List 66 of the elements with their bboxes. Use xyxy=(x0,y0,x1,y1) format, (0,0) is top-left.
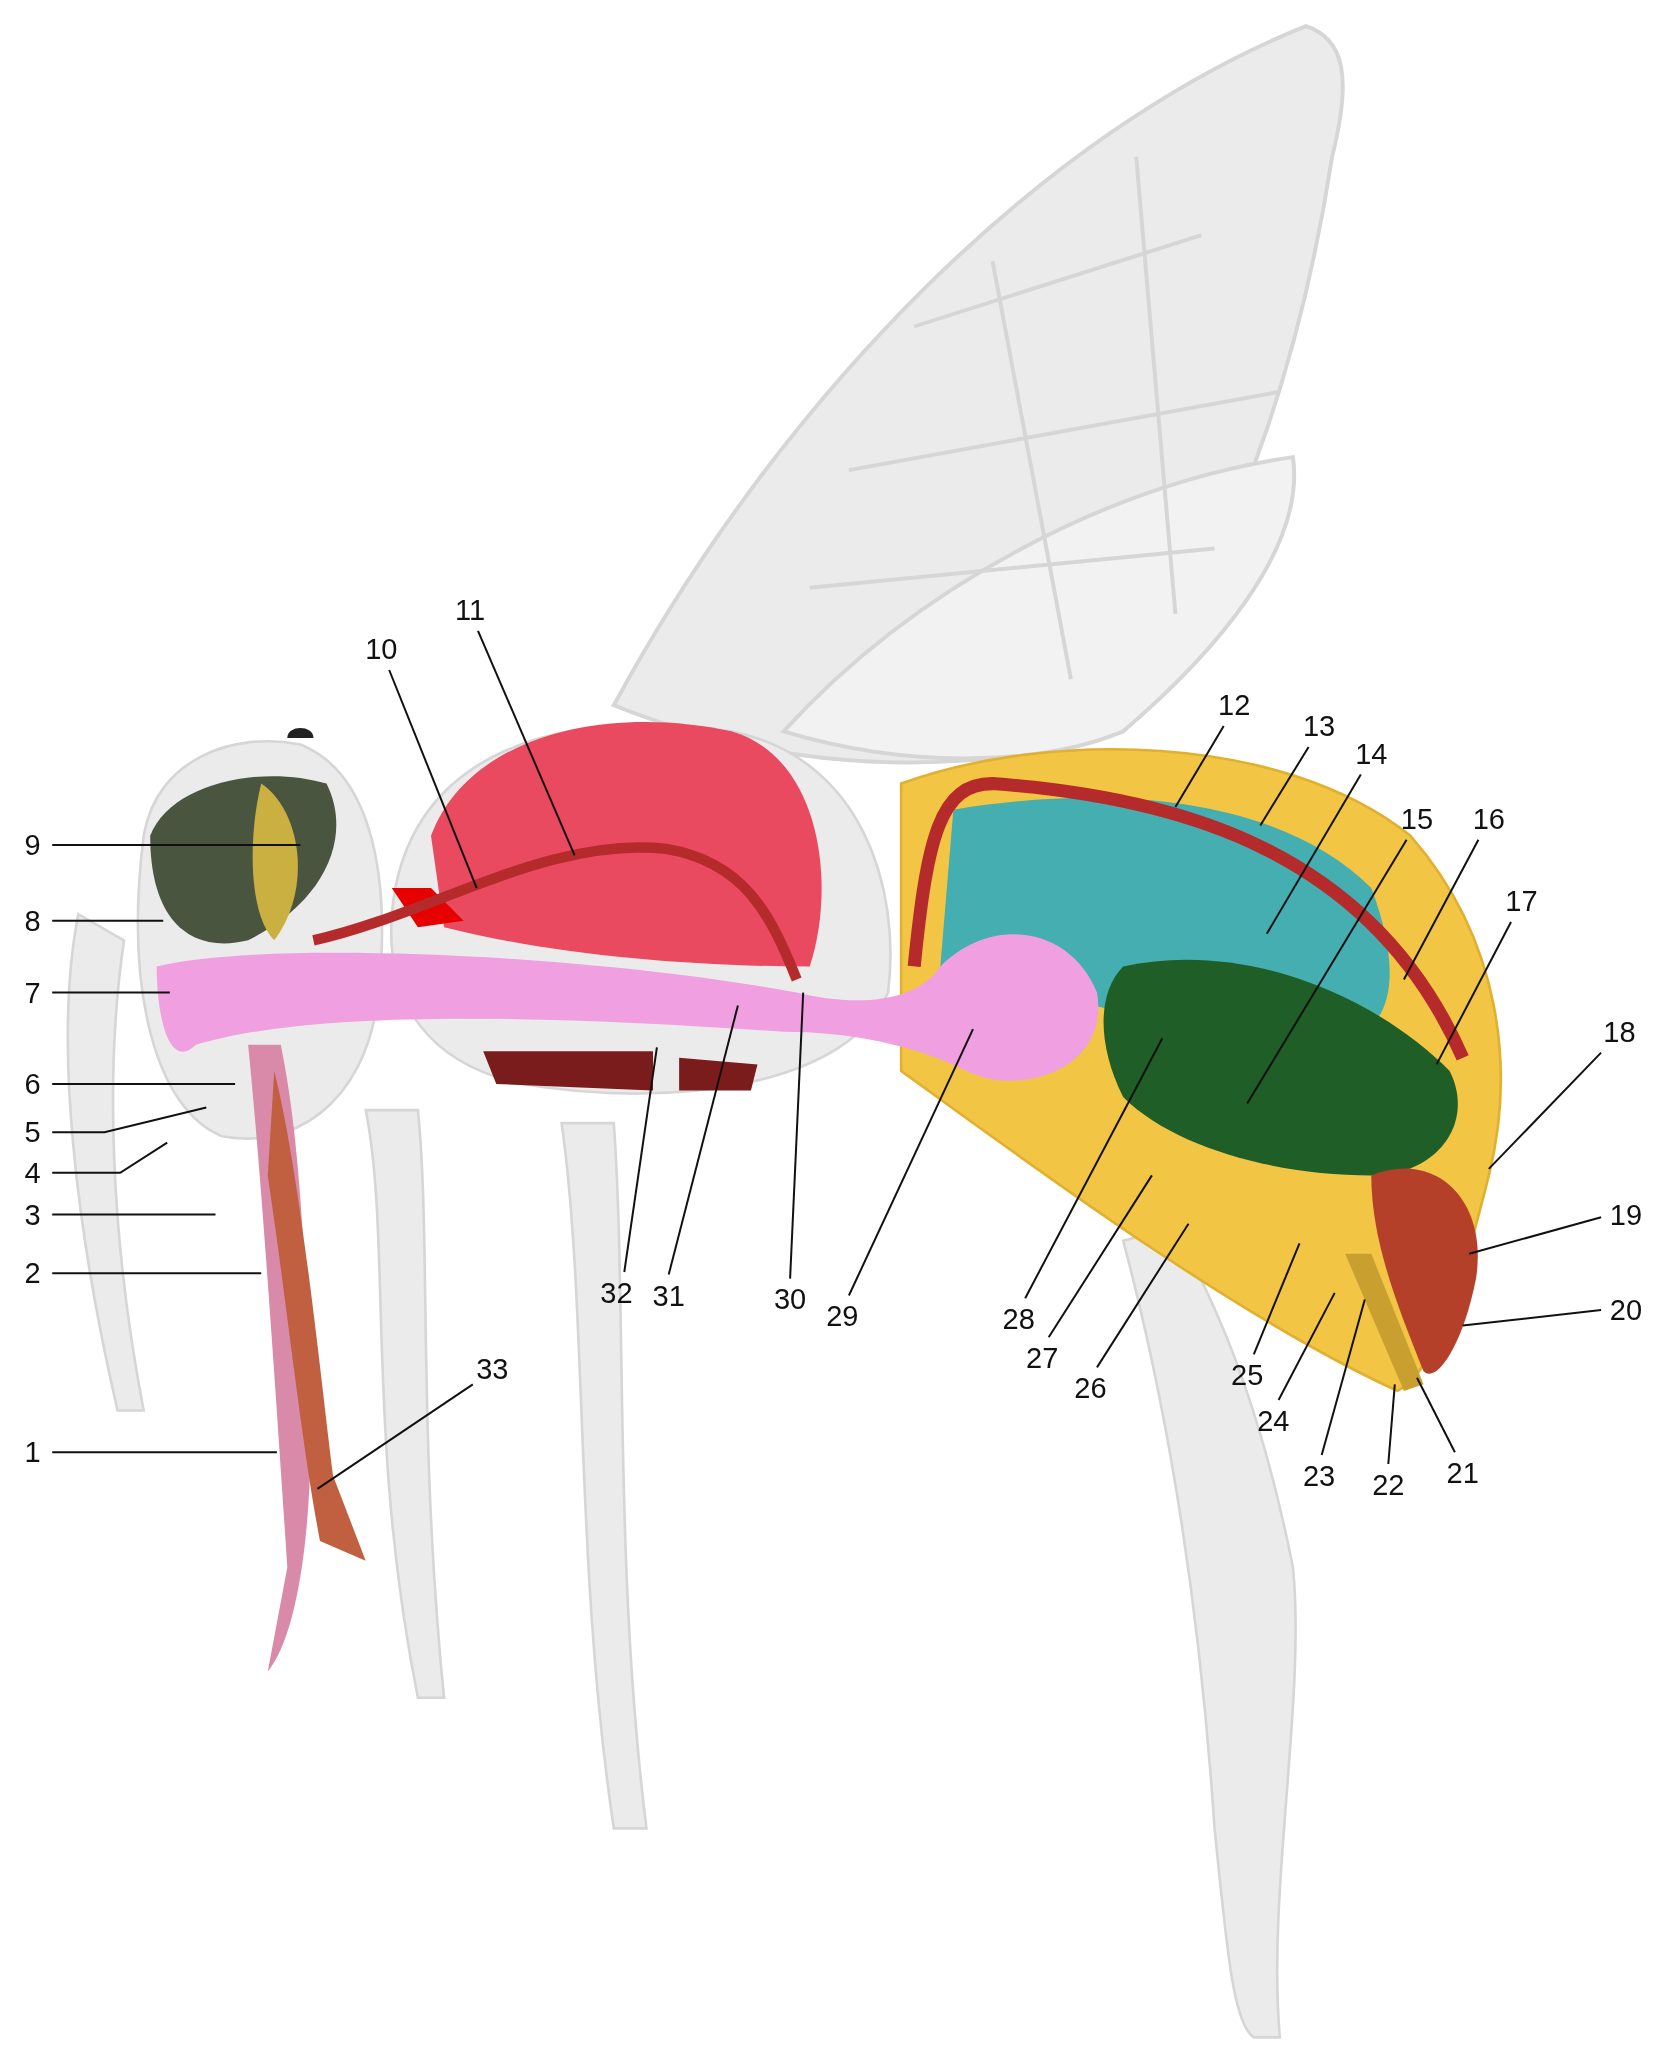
leader-line xyxy=(847,1028,974,1297)
callout-number: 27 xyxy=(1025,1343,1060,1373)
leader-line xyxy=(51,1106,208,1134)
callout-number: 31 xyxy=(651,1281,686,1311)
callout-number: 19 xyxy=(1608,1200,1644,1230)
callout-number: 16 xyxy=(1471,804,1506,834)
callout-number: 21 xyxy=(1445,1458,1480,1488)
leader-line xyxy=(1402,838,1480,981)
leader-line xyxy=(1259,746,1310,827)
callout-number: 30 xyxy=(773,1284,808,1314)
leader-line xyxy=(1468,1216,1603,1255)
callout-number: 23 xyxy=(1301,1461,1337,1491)
leader-line xyxy=(51,1272,263,1275)
callout-number: 17 xyxy=(1504,886,1539,916)
callout-number: 3 xyxy=(23,1200,42,1230)
callout-number: 20 xyxy=(1608,1295,1644,1325)
leader-line xyxy=(1461,1308,1603,1327)
callout-number: 33 xyxy=(475,1354,510,1384)
leader-line xyxy=(1047,1174,1153,1339)
leader-line xyxy=(1246,838,1408,1105)
callout-number: 7 xyxy=(23,978,42,1008)
callout-number: 13 xyxy=(1301,711,1337,741)
callout-number: 6 xyxy=(23,1069,42,1099)
leader-line xyxy=(1265,773,1362,935)
callout-number: 15 xyxy=(1399,804,1435,834)
leader-line xyxy=(51,1083,237,1085)
leader-line xyxy=(667,1004,739,1276)
leader-line xyxy=(51,1141,169,1174)
callout-number: 11 xyxy=(454,595,487,625)
callout-number: 2 xyxy=(23,1258,42,1288)
leader-line xyxy=(1435,921,1512,1066)
leader-line xyxy=(1096,1222,1190,1369)
leader-line xyxy=(51,1451,278,1454)
leader-line xyxy=(1024,1037,1164,1300)
leader-line xyxy=(1277,1291,1336,1401)
callout-number: 9 xyxy=(23,830,42,860)
callout-number: 29 xyxy=(825,1301,860,1331)
callout-number: 14 xyxy=(1354,739,1389,769)
callout-number: 22 xyxy=(1371,1470,1406,1500)
callout-number: 32 xyxy=(599,1278,634,1308)
leader-line xyxy=(51,1213,217,1216)
callout-number: 1 xyxy=(23,1437,42,1467)
leader-line xyxy=(1387,1383,1396,1465)
callout-number: 25 xyxy=(1230,1360,1265,1390)
leader-line xyxy=(316,1383,474,1490)
leader-line xyxy=(51,991,171,994)
leader-line xyxy=(388,669,478,890)
callout-number: 24 xyxy=(1256,1406,1291,1436)
leader-line xyxy=(477,629,576,857)
callout-number: 12 xyxy=(1217,690,1252,720)
leader-line xyxy=(51,919,165,922)
leader-line xyxy=(1487,1051,1603,1170)
leader-line xyxy=(51,844,302,846)
leader-line xyxy=(789,991,805,1280)
callout-number: 4 xyxy=(23,1158,42,1188)
callout-number: 28 xyxy=(1001,1304,1036,1334)
callout-number: 18 xyxy=(1602,1017,1637,1047)
leader-line xyxy=(623,1046,658,1273)
leader-line xyxy=(1174,725,1225,809)
leader-line xyxy=(1252,1242,1301,1356)
callout-number: 10 xyxy=(364,634,399,664)
leader-line xyxy=(1320,1298,1366,1456)
callout-number: 5 xyxy=(23,1117,42,1147)
callout-number: 26 xyxy=(1073,1373,1108,1403)
callout-number: 8 xyxy=(23,906,42,936)
leader-line xyxy=(1416,1376,1456,1454)
